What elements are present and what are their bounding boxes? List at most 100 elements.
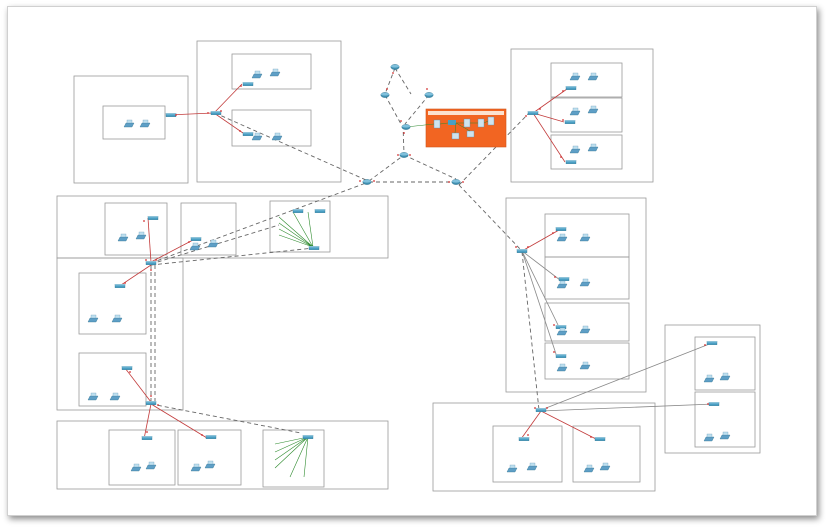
switch-8[interactable] [565, 160, 577, 164]
link-dot-7 [539, 108, 541, 110]
switch-16[interactable] [205, 435, 217, 439]
switch-11[interactable] [147, 216, 159, 220]
router-edge[interactable] [401, 124, 411, 130]
pc-16[interactable] [207, 239, 219, 248]
switch-3[interactable] [242, 82, 254, 86]
switch-6[interactable] [565, 86, 577, 90]
switch-4[interactable] [242, 132, 254, 136]
pc-25[interactable] [556, 233, 568, 242]
lan-a3-1 [532, 88, 568, 114]
pc-23[interactable] [190, 463, 202, 472]
link-dot-29 [515, 246, 517, 248]
switch-9[interactable] [145, 261, 157, 265]
pc-15[interactable] [189, 242, 201, 251]
link-dot-21 [188, 241, 190, 243]
pc-38[interactable] [719, 372, 731, 381]
link-dot-41 [392, 72, 394, 74]
pc-2[interactable] [139, 119, 151, 128]
wan-link-a7-a8 [521, 251, 540, 411]
switch-13[interactable] [114, 284, 126, 288]
pc-29[interactable] [556, 327, 568, 336]
pc-11[interactable] [569, 145, 581, 154]
pc-35[interactable] [583, 464, 595, 473]
switch-5[interactable] [527, 111, 539, 115]
pc-4[interactable] [269, 68, 281, 77]
pc-18[interactable] [111, 314, 123, 323]
switch-26[interactable] [708, 402, 720, 406]
pc-33[interactable] [506, 464, 518, 473]
pc-31[interactable] [556, 363, 568, 372]
lan-a4-1 [147, 217, 152, 263]
switch-1[interactable] [210, 111, 222, 115]
router-core[interactable] [399, 152, 409, 158]
link-dot-42 [386, 88, 388, 90]
pc-20[interactable] [109, 392, 121, 401]
pc-5[interactable] [251, 132, 263, 141]
pc-32[interactable] [579, 361, 591, 370]
switch-2[interactable] [165, 113, 177, 117]
pc-6[interactable] [271, 132, 283, 141]
pc-12[interactable] [587, 143, 599, 152]
pc-22[interactable] [145, 461, 157, 470]
pc-8[interactable] [587, 72, 599, 81]
pc-7[interactable] [569, 72, 581, 81]
link-dot-40 [707, 403, 709, 405]
pc-27[interactable] [556, 280, 568, 289]
pc-14[interactable] [135, 231, 147, 240]
pc-28[interactable] [579, 278, 591, 287]
pc-24[interactable] [204, 460, 216, 469]
router-hub-right[interactable] [451, 179, 461, 185]
router-isp[interactable] [390, 64, 400, 70]
switch-19[interactable] [558, 277, 570, 281]
area-box-left-bottom [56, 420, 389, 490]
link-dot-26 [146, 431, 148, 433]
link-endpoint-dots [124, 72, 709, 438]
switch-24[interactable] [594, 437, 606, 441]
switch-10[interactable] [145, 401, 157, 405]
router-top-left[interactable] [380, 92, 390, 98]
switch-28[interactable] [302, 435, 314, 439]
sub-box-a6-1 [108, 429, 176, 486]
switch-18[interactable] [555, 227, 567, 231]
server-2 [463, 118, 471, 128]
wan-link-top-r-core [404, 94, 430, 125]
switch-12[interactable] [190, 237, 202, 241]
pc-10[interactable] [587, 105, 599, 114]
link-dot-23 [150, 269, 152, 271]
switch-27[interactable] [308, 246, 320, 250]
pc-1[interactable] [123, 119, 135, 128]
wan-link-right-a7 [458, 184, 522, 251]
pc-37[interactable] [703, 374, 715, 383]
wan-link-top-l-core [384, 94, 402, 125]
switch-25[interactable] [706, 341, 718, 345]
pc-17[interactable] [87, 314, 99, 323]
pc-34[interactable] [526, 462, 538, 471]
switch-30[interactable] [314, 209, 326, 213]
pc-9[interactable] [569, 107, 581, 116]
switch-7[interactable] [564, 120, 576, 124]
switch-23[interactable] [518, 437, 530, 441]
switch-21[interactable] [555, 354, 567, 358]
link-dot-37 [527, 434, 529, 436]
switch-15[interactable] [141, 436, 153, 440]
switch-22[interactable] [535, 408, 547, 412]
pc-3[interactable] [251, 70, 263, 79]
pc-13[interactable] [117, 233, 129, 242]
sub-box-a7-3 [544, 302, 630, 342]
server-block [405, 108, 507, 148]
pc-39[interactable] [703, 433, 715, 442]
pc-21[interactable] [130, 463, 142, 472]
router-top-right[interactable] [424, 92, 434, 98]
sub-box-a6-3 [262, 429, 325, 488]
switch-29[interactable] [292, 209, 304, 213]
switch-14[interactable] [121, 366, 133, 370]
pc-19[interactable] [87, 392, 99, 401]
pc-26[interactable] [579, 233, 591, 242]
pc-30[interactable] [579, 325, 591, 334]
pc-40[interactable] [719, 431, 731, 440]
router-hub-left[interactable] [362, 179, 372, 185]
pc-36[interactable] [599, 462, 611, 471]
lan-a5-2 [124, 367, 152, 403]
server-switch [448, 120, 456, 125]
switch-17[interactable] [516, 249, 528, 253]
